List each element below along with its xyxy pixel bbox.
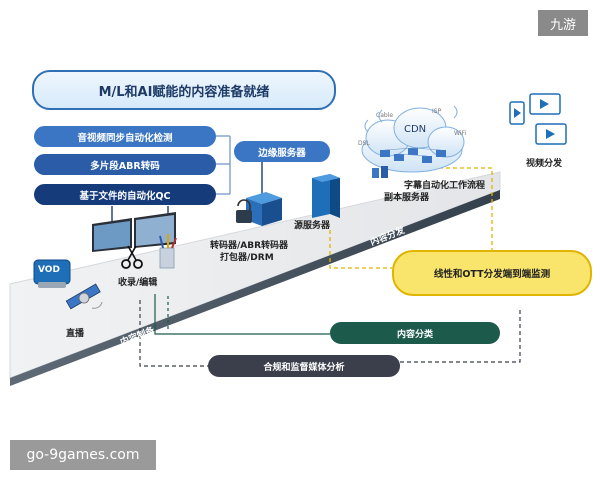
label-replica-server: 副本服务器 xyxy=(384,190,429,203)
watermark-top: 九游 xyxy=(538,10,588,36)
label-cable: Cable xyxy=(376,112,393,119)
watermark-bottom: go-9games.com xyxy=(10,440,156,470)
label-isp: ISP xyxy=(432,108,441,115)
label-vod: VOD xyxy=(38,265,60,275)
tablet-icon xyxy=(510,102,524,124)
monitor-bottom-icon xyxy=(536,124,566,144)
pill-abr: 多片段ABR转码 xyxy=(34,154,216,175)
origin-server-icon xyxy=(312,174,340,218)
box-compliance-analysis: 合规和监督媒体分析 xyxy=(208,355,400,377)
box-content-classification: 内容分类 xyxy=(330,322,500,344)
banner-title: M/L和AI赋能的内容准备就绪 xyxy=(32,70,336,110)
label-packager: 打包器/DRM xyxy=(220,250,274,263)
replica-server-icon xyxy=(372,166,388,178)
label-cdn: CDN xyxy=(404,124,426,135)
label-ingest-edit: 收录/编辑 xyxy=(118,275,157,288)
pill-av-sync: 音视频同步自动化检测 xyxy=(34,126,216,147)
label-origin: 源服务器 xyxy=(294,218,330,231)
padlock-icon xyxy=(236,200,252,223)
pill-file-qc: 基于文件的自动化QC xyxy=(34,184,216,205)
label-dsl: DSL xyxy=(358,140,370,147)
label-video-distribution: 视频分发 xyxy=(526,156,562,169)
monitor-top-icon xyxy=(530,94,560,114)
label-wifi: WiFi xyxy=(454,130,466,137)
box-monitoring: 线性和OTT分发端到端监测 xyxy=(392,250,592,296)
pill-edge-server: 边缘服务器 xyxy=(234,141,330,162)
label-live: 直播 xyxy=(66,326,84,339)
